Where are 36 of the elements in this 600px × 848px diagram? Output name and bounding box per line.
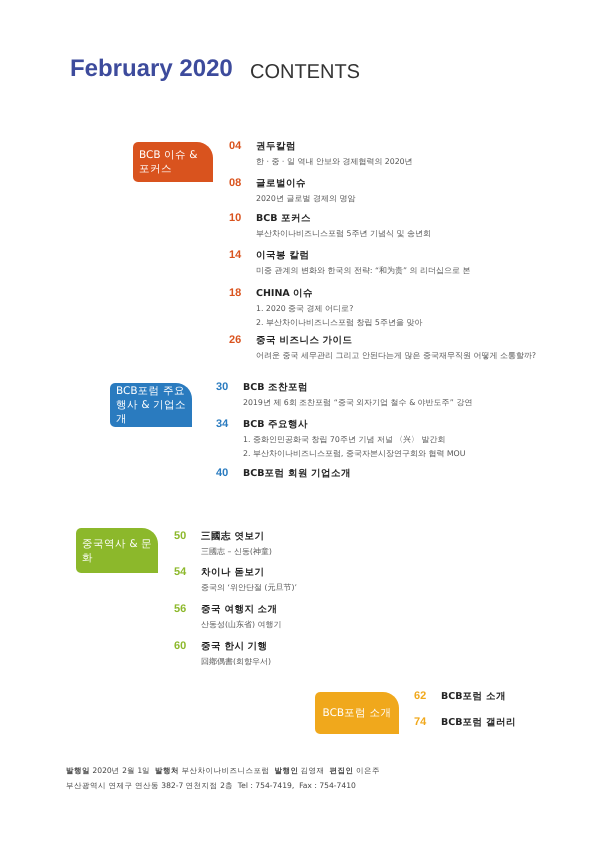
article-title: BCB 주요행사	[243, 418, 308, 431]
page-number: 08	[229, 177, 242, 189]
page-number: 60	[174, 640, 186, 652]
article-title: BCB포럼 소개	[441, 690, 506, 703]
article-title: 글로벌이슈	[256, 177, 306, 190]
article-title: BCB포럼 갤러리	[441, 716, 516, 729]
article-title: 차이나 돋보기	[201, 566, 264, 579]
article-title: 이국봉 칼럼	[256, 249, 310, 262]
section-heading: CONTENTS	[250, 61, 360, 84]
article-title: CHINA 이슈	[256, 287, 314, 300]
section-tab: BCB포럼 주요 행사 & 기업소개	[110, 383, 192, 427]
page-number: 04	[229, 140, 242, 152]
section-tab: BCB 이슈 & 포커스	[133, 142, 213, 182]
article-title: 중국 한시 기행	[201, 640, 268, 653]
page-number: 18	[229, 287, 242, 299]
page-number: 30	[216, 381, 228, 393]
page-number: 62	[414, 690, 426, 702]
page-number: 40	[216, 467, 228, 479]
page-title: February 2020	[70, 55, 233, 83]
page-number: 34	[216, 418, 228, 430]
article-title: 중국 비즈니스 가이드	[256, 334, 353, 347]
section-tab: 중국역사 & 문화	[76, 528, 158, 573]
page-number: 56	[174, 603, 186, 615]
article-title: 三國志 엿보기	[201, 530, 264, 543]
article-title: 권두칼럼	[256, 140, 296, 153]
article-title: 중국 여행지 소개	[201, 603, 278, 616]
section-tab: BCB포럼 소개	[315, 692, 399, 734]
page-number: 74	[414, 716, 426, 728]
article-title: BCB 조찬포럼	[243, 381, 308, 394]
page-number: 10	[229, 212, 242, 224]
page-number: 26	[229, 334, 242, 346]
page-number: 50	[174, 530, 186, 542]
article-title: BCB 포커스	[256, 212, 311, 225]
page-number: 14	[229, 249, 242, 261]
page-number: 54	[174, 566, 186, 578]
article-title: BCB포럼 회원 기업소개	[243, 467, 352, 480]
